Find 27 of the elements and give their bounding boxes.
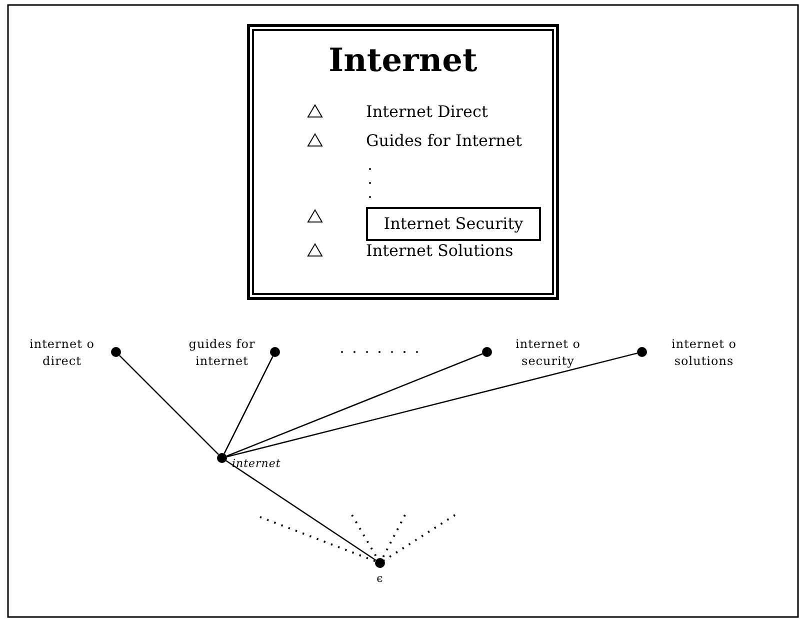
node-label: guides for internet bbox=[188, 336, 256, 370]
dot bbox=[111, 347, 121, 357]
connector-line bbox=[119, 355, 219, 455]
dot bbox=[637, 347, 647, 357]
double-bordered-box bbox=[247, 24, 559, 300]
node-label: internet o security bbox=[514, 336, 582, 370]
dot bbox=[217, 453, 227, 463]
dotted-line bbox=[384, 514, 456, 562]
highlight-box bbox=[366, 207, 541, 241]
dot bbox=[482, 347, 492, 357]
list-item: Internet Solutions bbox=[366, 241, 514, 260]
connector-line bbox=[226, 353, 483, 457]
connector-line bbox=[226, 460, 376, 561]
list-item: Guides for Internet bbox=[366, 131, 522, 150]
dot bbox=[375, 558, 385, 568]
node-label: internet bbox=[232, 456, 282, 472]
node-label: ϵ bbox=[376, 571, 384, 587]
node-label: internet o solutions bbox=[670, 336, 738, 370]
connector-line bbox=[226, 352, 638, 458]
dot bbox=[270, 347, 280, 357]
list-item: Internet Security bbox=[382, 214, 524, 233]
box-title: Internet bbox=[328, 41, 478, 79]
node-label: internet o direct bbox=[28, 336, 96, 370]
connector-line bbox=[224, 356, 274, 454]
dotted-line bbox=[260, 516, 376, 562]
dotted-line bbox=[381, 514, 406, 560]
list-item: Internet Direct bbox=[366, 102, 488, 121]
